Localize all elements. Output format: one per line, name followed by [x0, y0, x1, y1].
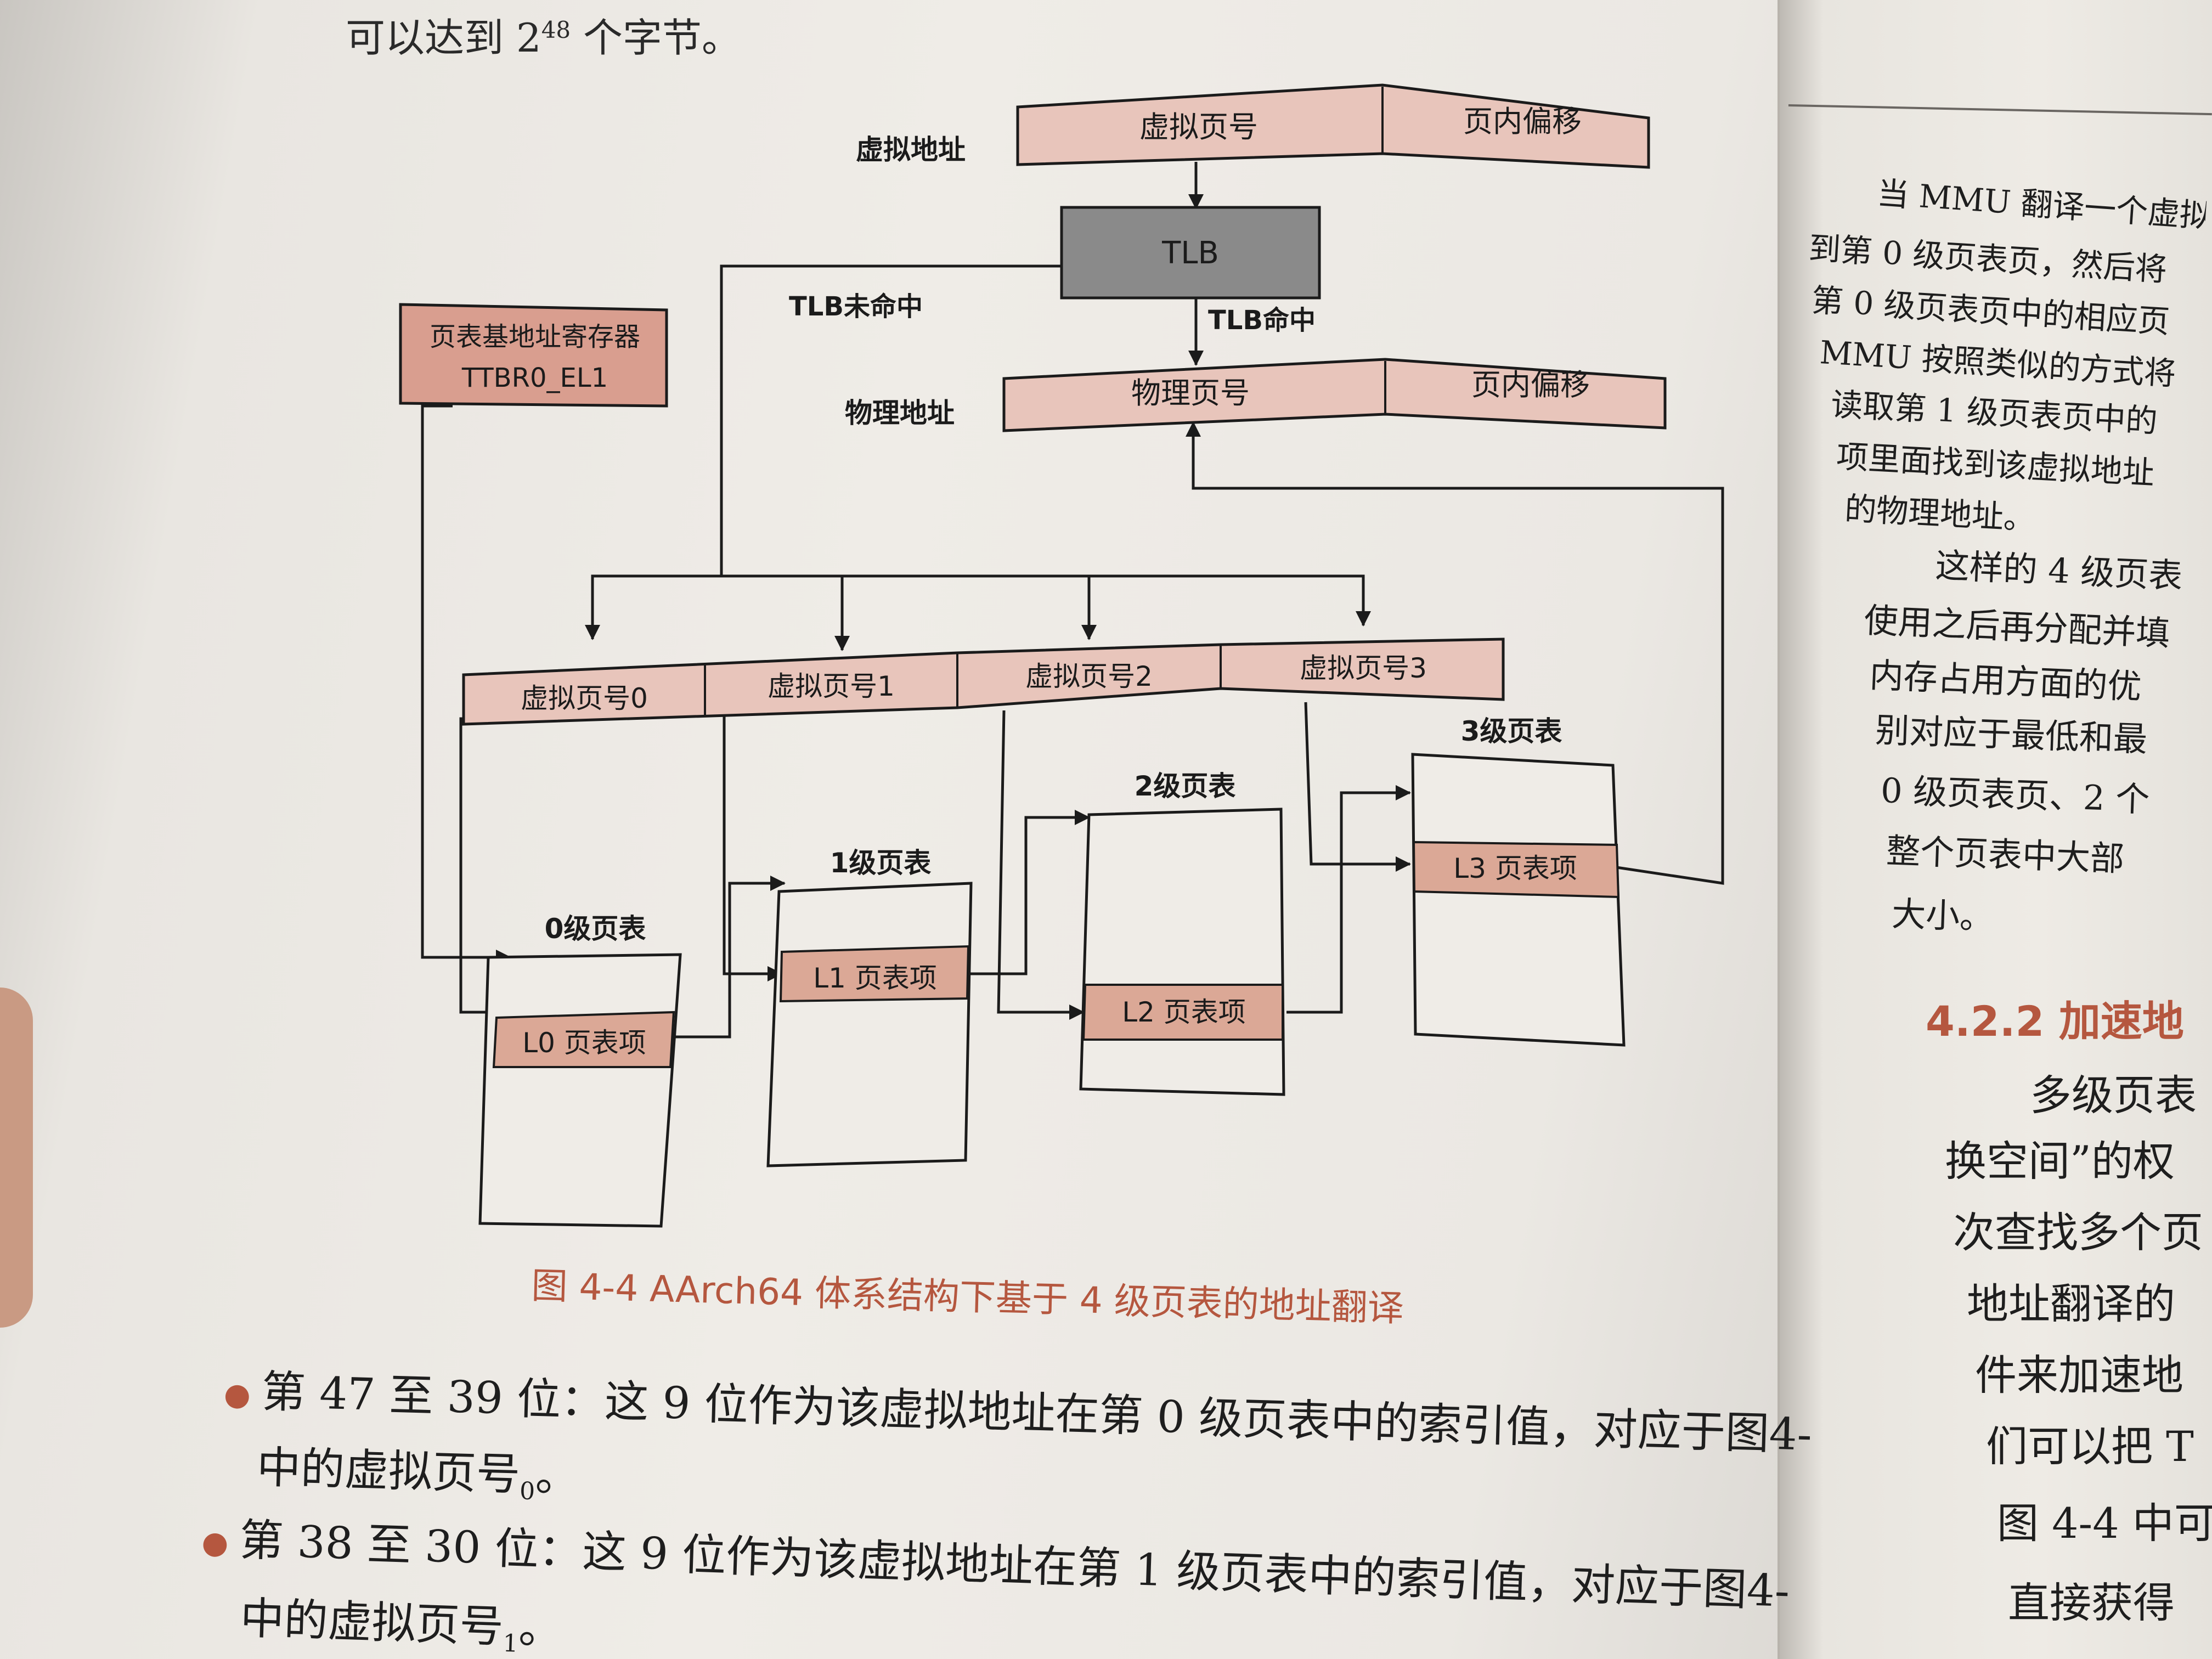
arrow-vpn1-to-l1: [723, 716, 783, 981]
bullet-subscript: 0: [519, 1477, 535, 1506]
vpn3-label: 虚拟页号3: [1300, 652, 1427, 684]
right-para-3-line-1: 多级页表: [2030, 1071, 2197, 1120]
ttbr-register-name: TTBR0_EL1: [461, 363, 608, 393]
vpn-split-bar: 虚拟页号0 虚拟页号1 虚拟页号2 虚拟页号3: [462, 637, 1505, 726]
top-text-line: 可以达到 248 个字节。: [346, 5, 741, 63]
l1-entry-label: L1 页表项: [813, 962, 937, 994]
va-vpn-label: 虚拟页号: [1139, 110, 1258, 144]
bullet-subscript: 1: [502, 1629, 519, 1658]
right-para-3-line-3: 次查找多个页: [1953, 1208, 2203, 1257]
ttbr-register-box: 页表基地址寄存器 TTBR0_EL1: [399, 303, 668, 408]
bullet-text: 中的虚拟页号: [239, 1592, 505, 1652]
arrow-l2-to-l3: [1286, 785, 1411, 1014]
bullet-continuation: 中的虚拟页号1。: [239, 1583, 564, 1659]
l1-table: L1 页表项: [766, 882, 973, 1167]
l2-title: 2级页表: [1135, 770, 1236, 802]
l3-table: L3 页表项: [1411, 753, 1626, 1047]
right-para-3-line-4: 地址翻译的: [1967, 1279, 2175, 1328]
arrow-tlb-miss: [720, 264, 1062, 576]
physical-address-bar: 物理页号 页内偏移: [1002, 358, 1667, 432]
physical-address-label: 物理地址: [845, 397, 955, 429]
right-para-3-line-8: 直接获得: [2008, 1578, 2175, 1627]
arrow-l1-to-l2: [968, 810, 1090, 975]
top-text-prefix: 可以达到 2: [346, 15, 541, 61]
va-offset-label: 页内偏移: [1463, 104, 1582, 139]
vpn-distribution-bus: [591, 574, 1371, 627]
l0-entry-label: L0 页表项: [522, 1027, 646, 1059]
l2-table: L2 页表项: [1079, 808, 1285, 1096]
arrow-vpn2-to-l2: [997, 710, 1085, 1020]
tlb-hit-label: TLB命中: [1208, 305, 1316, 336]
l2-entry-label: L2 页表项: [1122, 996, 1246, 1028]
section-heading: 4.2.2 加速地: [1926, 997, 2184, 1046]
virtual-address-label: 虚拟地址: [856, 134, 966, 166]
bullet-continuation: 中的虚拟页号0。: [256, 1432, 580, 1506]
tlb-label: TLB: [1161, 235, 1219, 271]
l0-title: 0级页表: [545, 913, 646, 945]
vpn0-label: 虚拟页号0: [521, 682, 648, 714]
arrow-vpn3-to-l3: [1304, 702, 1411, 872]
right-para-3-line-6: 们可以把 T: [1986, 1422, 2194, 1471]
bullet-end: 。: [534, 1449, 580, 1502]
arrow-l0-to-l1: [672, 876, 786, 1039]
bullet-end: 。: [518, 1601, 564, 1655]
bullet-dot-icon: ●: [223, 1376, 251, 1413]
pa-ppn-label: 物理页号: [1131, 376, 1250, 410]
top-text-exponent: 48: [541, 16, 571, 43]
l0-table: L0 页表项: [478, 953, 682, 1228]
finger: [0, 988, 33, 1328]
l3-title: 3级页表: [1461, 715, 1562, 747]
l1-title: 1级页表: [830, 847, 932, 879]
arrow-l3-to-pa: [1186, 421, 1724, 885]
right-para-3-line-5: 件来加速地: [1975, 1351, 2183, 1400]
tlb-box: TLB: [1060, 206, 1321, 300]
right-page: [1778, 0, 2212, 1659]
arrow-ttbr-to-l0: [421, 404, 511, 965]
ttbr-title: 页表基地址寄存器: [430, 321, 640, 352]
bullet-text: 中的虚拟页号: [256, 1441, 521, 1500]
top-text-suffix: 个字节。: [571, 15, 742, 61]
pa-offset-label: 页内偏移: [1471, 368, 1590, 402]
right-para-3-line-2: 换空间”的权: [1945, 1137, 2175, 1186]
virtual-address-bar: 虚拟页号 页内偏移: [1016, 83, 1650, 169]
bullet-dot-icon: ●: [201, 1524, 229, 1561]
vpn1-label: 虚拟页号1: [768, 670, 895, 702]
right-para-3-line-7: 图 4-4 中可: [1997, 1499, 2212, 1548]
vpn2-label: 虚拟页号2: [1025, 661, 1153, 692]
l3-entry-label: L3 页表项: [1453, 853, 1577, 884]
tlb-miss-label: TLB未命中: [789, 291, 923, 322]
